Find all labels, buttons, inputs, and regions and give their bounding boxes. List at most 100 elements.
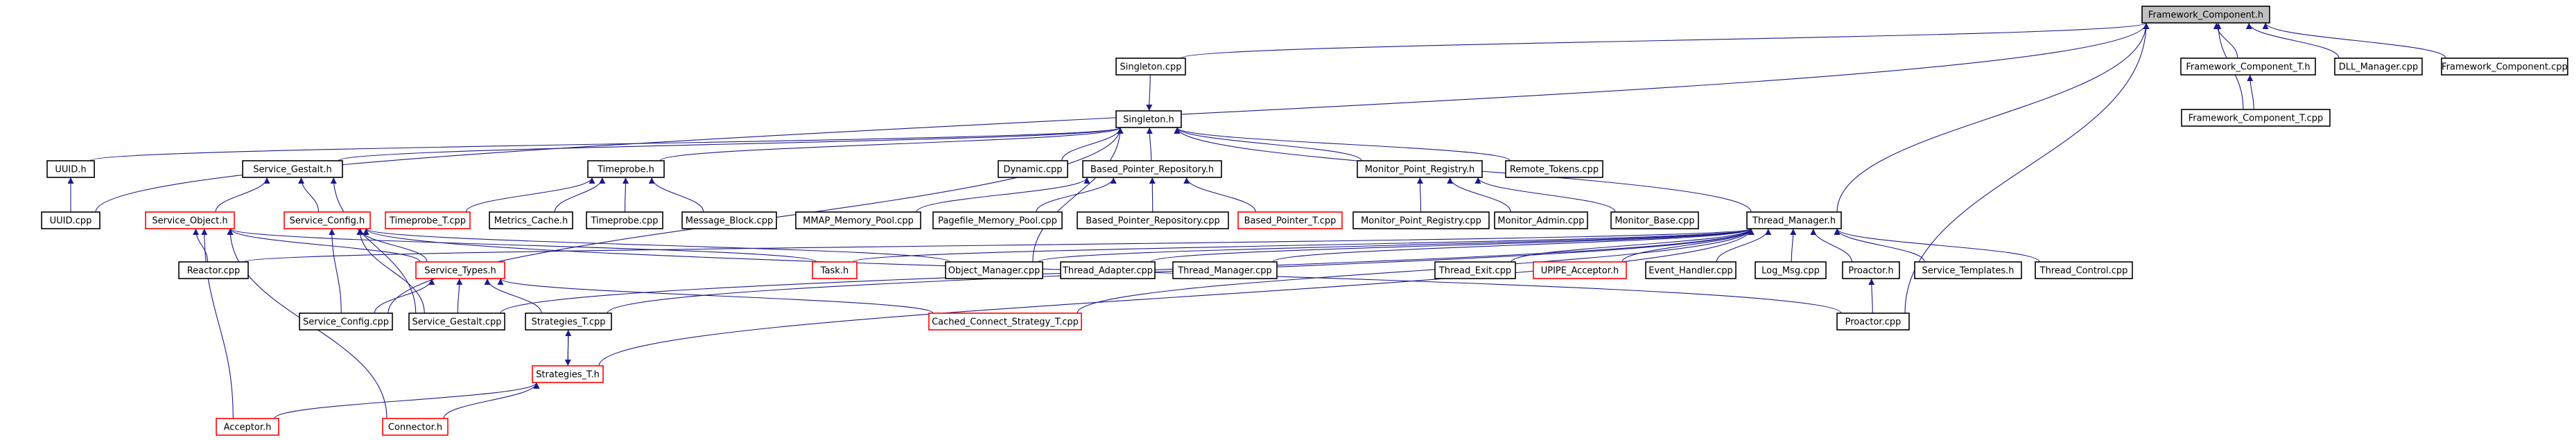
node-singleton-cpp[interactable]: Singleton.cpp [1115,58,1186,76]
node-thread-exit-cpp[interactable]: Thread_Exit.cpp [1434,261,1516,279]
node-mmap-memory-pool-cpp[interactable]: MMAP_Memory_Pool.cpp [795,211,921,229]
node-box [525,313,612,331]
node-timeprobe-h[interactable]: Timeprobe.h [587,160,665,178]
node-framework-component-t-h[interactable]: Framework_Component_T.h [2180,58,2316,76]
node-strategies-t-cpp[interactable]: Strategies_T.cpp [525,313,612,331]
node-connector-h[interactable]: Connector.h [382,418,449,436]
edge-timeprobe_h-to-singleton_h [659,127,1124,161]
node-uuid-h[interactable]: UUID.h [46,160,95,178]
node-label: UUID.cpp [50,216,92,227]
edge-singleton_cpp-to-framework_component_h [1181,22,2149,59]
node-framework-component-h[interactable]: Framework_Component.h [2141,6,2270,24]
node-service-object-h[interactable]: Service_Object.h [145,211,235,229]
node-label: Message_Block.cpp [686,216,773,227]
edge-metrics_cache_h-to-timeprobe_h [554,177,606,213]
node-strategies-t-h[interactable]: Strategies_T.h [532,365,604,383]
node-box [178,261,249,279]
node-box [1746,211,1842,229]
node-service-templates-h[interactable]: Service_Templates.h [1914,261,2022,279]
node-timeprobe-t-cpp[interactable]: Timeprobe_T.cpp [385,211,471,229]
node-message-block-cpp[interactable]: Message_Block.cpp [681,211,777,229]
node-based-pointer-repository-cpp[interactable]: Based_Pointer_Repository.cpp [1077,211,1229,229]
edge-service_gestalt_cpp-to-service_gestalt_h [330,177,417,314]
node-reactor-cpp[interactable]: Reactor.cpp [178,261,249,279]
node-label: Log_Msg.cpp [1761,266,1820,276]
node-label: Connector.h [388,423,442,433]
node-object-manager-cpp[interactable]: Object_Manager.cpp [945,261,1043,279]
node-label: Proactor.h [1848,266,1893,276]
edge-service_types_h-to-service_config_h [357,228,428,263]
node-timeprobe-cpp[interactable]: Timeprobe.cpp [586,211,663,229]
edge-thread_manager_h-to-framework_component_h [1836,22,2150,213]
node-service-config-h[interactable]: Service_Config.h [284,211,371,229]
node-box [1434,261,1516,279]
node-service-gestalt-h[interactable]: Service_Gestalt.h [242,160,343,178]
node-service-config-cpp[interactable]: Service_Config.cpp [299,313,393,331]
node-log-msg-cpp[interactable]: Log_Msg.cpp [1755,261,1827,279]
node-based-pointer-t-cpp[interactable]: Based_Pointer_T.cpp [1237,211,1343,229]
node-label: Based_Pointer_T.cpp [1244,216,1337,227]
edge-monitor_point_registry_h-to-singleton_h [1174,127,1362,161]
node-monitor-base-cpp[interactable]: Monitor_Base.cpp [1610,211,1699,229]
node-singleton-h[interactable]: Singleton.h [1115,110,1182,128]
node-thread-adapter-cpp[interactable]: Thread_Adapter.cpp [1060,261,1156,279]
node-box [812,261,858,279]
node-uuid-cpp[interactable]: UUID.cpp [41,211,101,229]
node-proactor-cpp[interactable]: Proactor.cpp [1836,313,1910,331]
node-label: Service_Config.h [290,216,365,227]
node-monitor-admin-cpp[interactable]: Monitor_Admin.cpp [1494,211,1588,229]
node-acceptor-h[interactable]: Acceptor.h [216,418,279,436]
node-box [1533,261,1627,279]
node-label: Monitor_Point_Registry.cpp [1361,216,1481,227]
node-upipe-acceptor-h[interactable]: UPIPE_Acceptor.h [1533,261,1627,279]
node-box [2334,58,2423,76]
edge-service_gestalt_h-to-singleton_h [338,127,1124,161]
node-remote-tokens-cpp[interactable]: Remote_Tokens.cpp [1505,160,1603,178]
node-framework-component-t-cpp[interactable]: Framework_Component_T.cpp [2181,109,2331,127]
edge-remote_tokens_cpp-to-singleton_h [1174,127,1511,161]
node-label: Monitor_Base.cpp [1615,216,1694,227]
node-pagefile-memory-pool-cpp[interactable]: Pagefile_Memory_Pool.cpp [932,211,1063,229]
node-label: UUID.h [55,165,86,175]
edge-cached_connect_strategy_t_cpp-to-service_types_h [497,278,934,314]
node-label: Acceptor.h [224,423,272,433]
edge-timeprobe_cpp-to-timeprobe_h [622,177,629,213]
node-thread-control-cpp[interactable]: Thread_Control.cpp [2035,261,2133,279]
node-box [928,313,1082,331]
node-box [1115,110,1182,128]
node-label: Framework_Component_T.h [2186,62,2310,73]
node-task-h[interactable]: Task.h [812,261,858,279]
node-box [932,211,1063,229]
edge-service_config_cpp-to-service_types_h [374,278,435,314]
node-box [382,418,449,436]
node-dll-manager-cpp[interactable]: DLL_Manager.cpp [2334,58,2423,76]
node-based-pointer-repository-h[interactable]: Based_Pointer_Repository.h [1082,160,1222,178]
node-label: Monitor_Admin.cpp [1497,216,1584,227]
node-metrics-cache-h[interactable]: Metrics_Cache.h [489,211,573,229]
edge-uuid_h-to-singleton_h [89,127,1123,161]
node-service-types-h[interactable]: Service_Types.h [415,261,505,279]
node-label: Proactor.cpp [1845,317,1901,328]
node-proactor-h[interactable]: Proactor.h [1842,261,1900,279]
edge-log_msg_cpp-to-thread_manager_h [1790,228,1797,263]
edge-monitor_admin_cpp-to-monitor_point_registry_h [1447,177,1511,213]
node-service-gestalt-cpp[interactable]: Service_Gestalt.cpp [408,313,505,331]
node-monitor-point-registry-cpp[interactable]: Monitor_Point_Registry.cpp [1352,211,1490,229]
edge-object_manager_cpp-to-service_config_h [363,228,950,263]
edge-singleton_cpp-to-singleton_h [1146,74,1153,112]
node-event-handler-cpp[interactable]: Event_Handler.cpp [1645,261,1737,279]
edge-upipe_acceptor_h-to-thread_manager_h [1621,228,1755,263]
node-box [2035,261,2133,279]
node-monitor-point-registry-h[interactable]: Monitor_Point_Registry.h [1357,160,1483,178]
node-box [408,313,505,331]
edge-based_pointer_t_cpp-to-based_pointer_repository_h [1183,177,1256,213]
node-label: Service_Templates.h [1922,266,2014,276]
node-box [385,211,471,229]
node-framework-component-cpp[interactable]: Framework_Component.cpp [2441,58,2568,76]
node-dynamic-cpp[interactable]: Dynamic.cpp [998,160,1068,178]
node-thread-manager-cpp[interactable]: Thread_Manager.cpp [1172,261,1278,279]
node-cached-connect-strategy-t-cpp[interactable]: Cached_Connect_Strategy_T.cpp [928,313,1082,331]
node-box [1914,261,2022,279]
node-thread-manager-h[interactable]: Thread_Manager.h [1746,211,1842,229]
node-box [532,365,604,383]
